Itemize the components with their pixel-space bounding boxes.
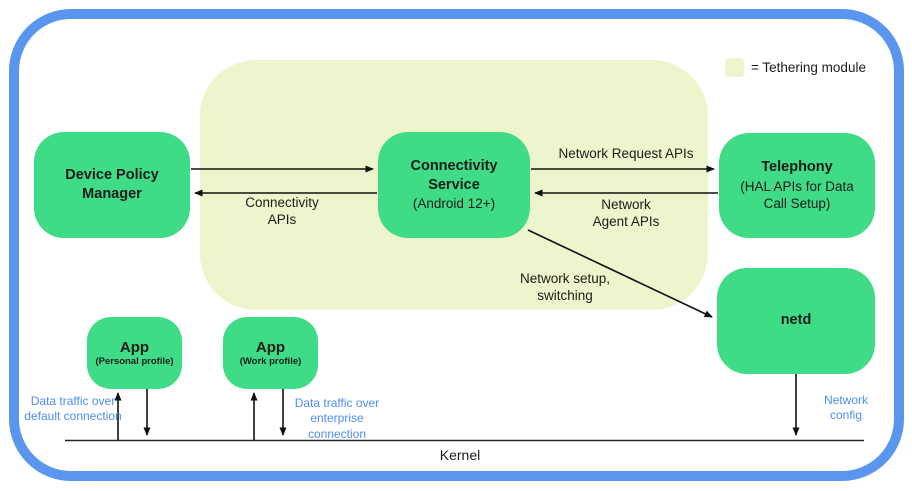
label-data-traffic-default: Data traffic over default connection bbox=[24, 394, 122, 424]
label-kernel: Kernel bbox=[439, 447, 481, 463]
node-title: App bbox=[119, 338, 150, 356]
label-network-config: Network config bbox=[823, 393, 868, 423]
label-network-setup-switching: Network setup, switching bbox=[519, 271, 611, 303]
node-title: App bbox=[255, 338, 286, 356]
node-title: netd bbox=[780, 312, 812, 329]
node-subtitle: (Personal profile) bbox=[95, 355, 174, 367]
legend-label: = Tethering module bbox=[751, 60, 866, 75]
node-device-policy-manager: Device Policy Manager bbox=[34, 132, 190, 238]
node-title: Telephony bbox=[761, 159, 833, 176]
label-connectivity-apis: Connectivity APIs bbox=[245, 195, 319, 227]
label-network-request-apis: Network Request APIs bbox=[558, 146, 694, 161]
node-title: Connectivity Service bbox=[410, 158, 498, 194]
node-connectivity-service: Connectivity Service (Android 12+) bbox=[378, 132, 530, 238]
node-app-work-profile: App (Work profile) bbox=[223, 317, 318, 389]
node-subtitle: (Work profile) bbox=[239, 355, 302, 367]
node-subtitle: (HAL APIs for Data Call Setup) bbox=[740, 178, 854, 212]
tethering-module-swatch-icon bbox=[725, 58, 744, 77]
outer-border-frame bbox=[9, 9, 904, 481]
node-netd: netd bbox=[717, 268, 875, 374]
node-telephony: Telephony (HAL APIs for Data Call Setup) bbox=[719, 133, 875, 238]
node-app-personal-profile: App (Personal profile) bbox=[87, 317, 182, 389]
label-data-traffic-enterprise: Data traffic over enterprise connection bbox=[294, 396, 380, 441]
node-title: Device Policy Manager bbox=[65, 166, 159, 202]
node-subtitle: (Android 12+) bbox=[412, 196, 496, 212]
label-network-agent-apis: Network Agent APIs bbox=[592, 197, 660, 229]
